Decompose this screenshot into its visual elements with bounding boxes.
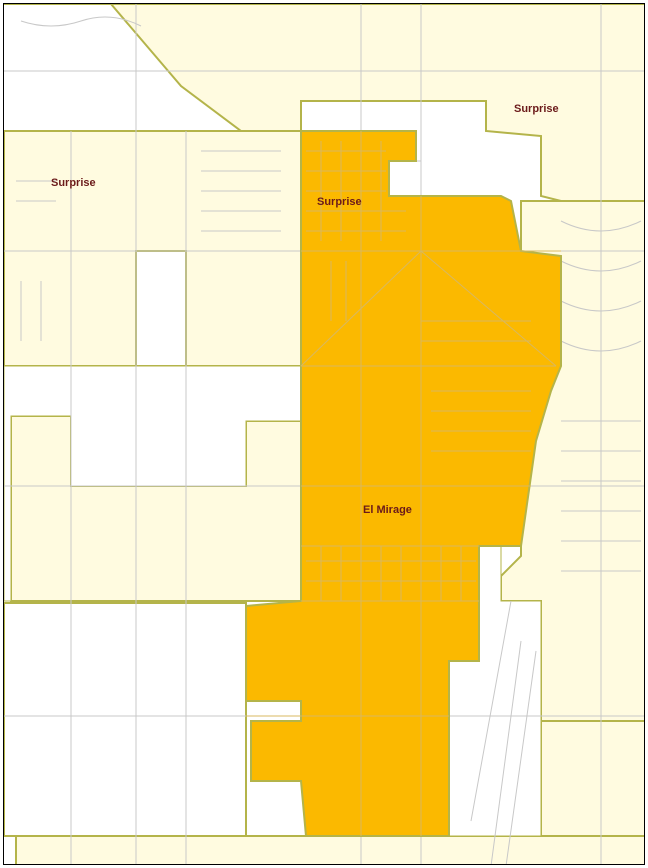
- label-surprise-northeast: Surprise: [514, 103, 559, 115]
- gap-west-1: [135, 250, 187, 367]
- surprise-area: [4, 4, 644, 864]
- label-surprise-west: Surprise: [51, 177, 96, 189]
- label-surprise-center: Surprise: [317, 196, 362, 208]
- el-mirage-streets: [246, 131, 561, 836]
- gap-north-hole: [388, 160, 422, 197]
- surprise-south-strip: [15, 835, 644, 864]
- place-labels: Surprise Surprise Surprise El Mirage: [51, 103, 559, 516]
- surprise-southeast-block: [540, 720, 644, 837]
- map-view[interactable]: Surprise Surprise Surprise El Mirage: [3, 3, 645, 865]
- gap-southwest: [4, 602, 247, 837]
- map-canvas[interactable]: Surprise Surprise Surprise El Mirage: [4, 4, 645, 865]
- label-el-mirage: El Mirage: [363, 504, 412, 516]
